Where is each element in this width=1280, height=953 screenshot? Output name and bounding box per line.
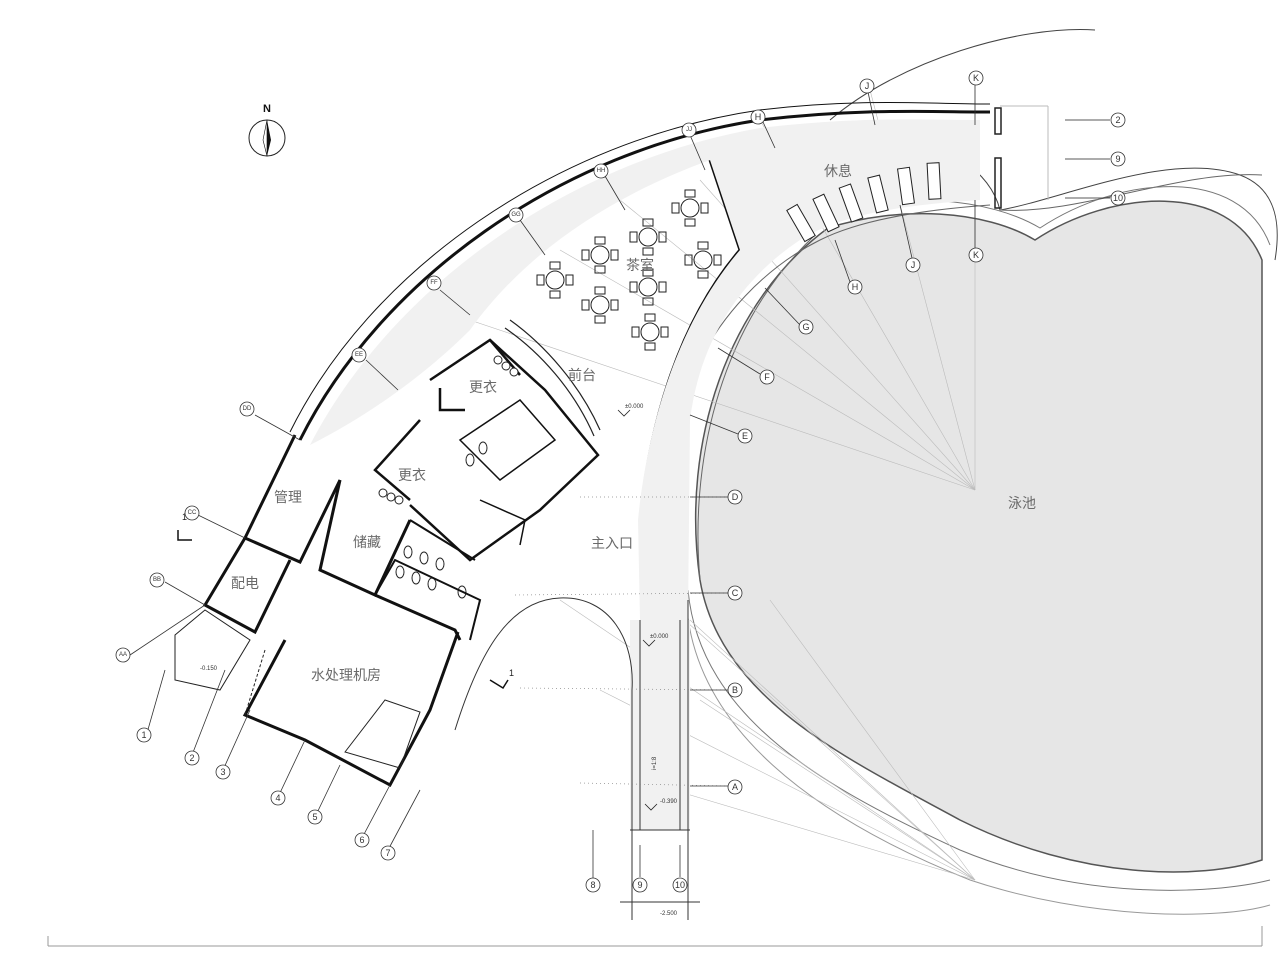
axis-labels: AA BB CC DD EE FF GG HH JJ 1 2 3 4 5 6 7… [119,73,1123,890]
axis-H-top: H [755,112,762,122]
label-front-desk: 前台 [568,367,596,384]
label-rest: 休息 [824,163,852,180]
elev-lobby: ±0.000 [625,404,644,410]
axis-6: 6 [359,835,364,845]
axis-1: 1 [141,730,146,740]
label-changing-upper: 更衣 [469,380,497,396]
front-desk [504,319,601,437]
axis-8: 8 [590,880,595,890]
drawing-frame [47,926,1263,947]
lounge-chairs [786,162,942,243]
axis-JJ: JJ [686,127,692,133]
label-pool: 泳池 [1008,496,1036,512]
north-label: N [263,103,271,115]
axis-J-top: J [865,81,870,91]
elev-walkway: ±0.000 [650,634,669,640]
axis-B: B [732,685,738,695]
elev-path-b: -2.500 [660,911,678,917]
axis-leaders [129,85,976,878]
axis-5: 5 [312,812,317,822]
label-main-entrance: 主入口 [591,536,633,552]
axis-DD: DD [243,406,252,412]
axis-4: 4 [275,793,280,803]
axis-9: 9 [637,880,642,890]
swimming-pool [685,186,1271,915]
axis-K-top: K [973,73,979,83]
section-mark-left: 1 [182,512,187,522]
axis-7: 7 [385,848,390,858]
axis-C: C [732,588,739,598]
axis-FF: FF [430,280,438,286]
label-management: 管理 [274,490,302,506]
axis-2-right: 2 [1115,115,1120,125]
label-storage: 储藏 [353,535,381,551]
axis-10: 10 [675,880,685,890]
axis-2: 2 [189,753,194,763]
label-changing-lower: 更衣 [398,468,426,484]
axis-K: K [973,250,979,260]
elev-path-a: -0.390 [660,799,678,805]
room-labels: 茶室 休息 前台 更衣 更衣 管理 储藏 配电 主入口 水处理机房 泳池 [231,163,1036,684]
section-mark-right: 1 [509,668,514,678]
machine-room-detail [174,609,421,769]
tea-tables [536,189,722,351]
label-power: 配电 [231,576,259,592]
axis-E: E [742,431,748,441]
elevation-labels: ±0.000 ±0.000 -0.150 -0.390 -2.500 i=1:8 [200,404,678,917]
label-tea-room: 茶室 [626,257,654,274]
axis-G: G [802,322,809,332]
axis-BB: BB [153,577,161,583]
section-marks [177,530,509,690]
axis-GG: GG [511,212,521,218]
axis-F: F [764,372,770,382]
deck-hatch [310,119,980,830]
axis-EE: EE [355,352,363,358]
axis-H: H [852,282,859,292]
axis-grid-lines [514,496,729,787]
axis-9-right: 9 [1115,154,1120,164]
left-wing-walls [202,434,482,788]
axis-HH: HH [597,168,606,174]
entrance-walkway [454,597,700,920]
axis-bubbles [115,70,1126,893]
axis-D: D [732,492,739,502]
axis-AA: AA [119,652,127,658]
axis-CC: CC [188,510,197,516]
north-arrow: N [248,103,286,157]
axis-J: J [911,260,916,270]
axis-10-right: 10 [1113,193,1123,203]
elev-ramp: i=1:8 [652,756,658,770]
elev-low: -0.150 [200,666,218,672]
axis-A: A [732,782,738,792]
label-water-treatment: 水处理机房 [311,668,381,684]
east-end-structure [994,105,1110,209]
axis-3: 3 [220,767,225,777]
